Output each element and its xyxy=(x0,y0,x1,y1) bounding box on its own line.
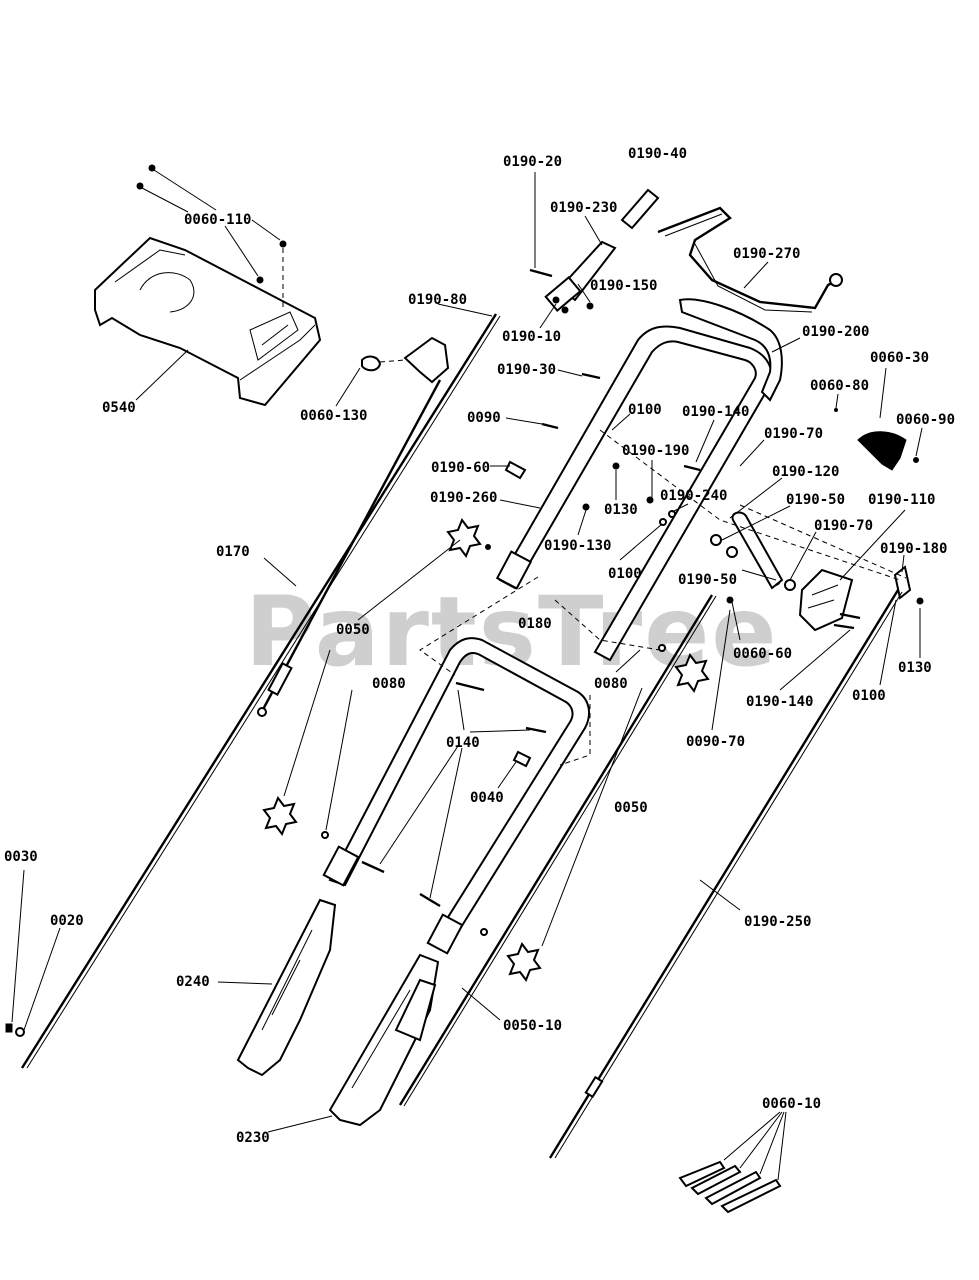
label-0040: 0040 xyxy=(470,790,504,806)
label-0190-200: 0190-200 xyxy=(802,324,869,340)
label-0190-70-b: 0190-70 xyxy=(814,518,873,534)
label-0090: 0090 xyxy=(467,410,501,426)
part-0050-knob-1 xyxy=(446,517,491,559)
label-0180: 0180 xyxy=(518,616,552,632)
label-0240: 0240 xyxy=(176,974,210,990)
part-0050-knob-4 xyxy=(480,928,542,983)
label-0190-50-a: 0190-50 xyxy=(786,492,845,508)
label-0190-40: 0190-40 xyxy=(628,146,687,162)
label-0190-110: 0190-110 xyxy=(868,492,935,508)
label-0190-30: 0190-30 xyxy=(497,362,556,378)
part-0060-30-knob xyxy=(834,408,919,471)
part-0180-lower-handle xyxy=(322,637,591,955)
label-0190-10: 0190-10 xyxy=(502,329,561,345)
label-0030: 0030 xyxy=(4,849,38,865)
part-0190-80-cable xyxy=(257,379,442,717)
label-0060-110: 0060-110 xyxy=(184,212,251,228)
label-0060-90: 0060-90 xyxy=(896,412,955,428)
part-0050-knob-2 xyxy=(262,795,329,839)
label-0190-180: 0190-180 xyxy=(880,541,947,557)
label-0130-a: 0130 xyxy=(604,502,638,518)
part-0240-bracket xyxy=(236,898,337,1077)
part-0170-cable xyxy=(5,313,501,1069)
label-0230: 0230 xyxy=(236,1130,270,1146)
label-0050-b: 0050 xyxy=(614,800,648,816)
part-0190-110-plate xyxy=(798,568,861,632)
part-0060-110-screws xyxy=(136,164,287,310)
label-0190-150: 0190-150 xyxy=(590,278,657,294)
label-0080-a: 0080 xyxy=(372,676,406,692)
label-0050-10: 0050-10 xyxy=(503,1018,562,1034)
part-0060-10-ties xyxy=(678,1160,782,1214)
label-0100-c: 0100 xyxy=(852,688,886,704)
label-0190-20: 0190-20 xyxy=(503,154,562,170)
part-0190-230-lever xyxy=(529,240,617,314)
label-0100-a: 0100 xyxy=(628,402,662,418)
label-0190-130: 0190-130 xyxy=(544,538,611,554)
label-0190-140-a: 0190-140 xyxy=(682,404,749,420)
leader-lines xyxy=(11,169,923,1181)
label-0190-120: 0190-120 xyxy=(772,464,839,480)
part-0540-cover xyxy=(94,236,322,407)
part-0190-120-link xyxy=(731,511,784,590)
part-0050-knob-3 xyxy=(658,644,710,694)
label-0190-70-a: 0190-70 xyxy=(764,426,823,442)
label-0080-b: 0080 xyxy=(594,676,628,692)
part-0060-130-bracket xyxy=(361,336,450,384)
label-0170: 0170 xyxy=(216,544,250,560)
label-0190-240: 0190-240 xyxy=(660,488,727,504)
label-0060-80: 0060-80 xyxy=(810,378,869,394)
part-0050-10-cable xyxy=(398,594,717,1107)
part-0190-200-upper-handle xyxy=(495,298,783,662)
label-0190-250: 0190-250 xyxy=(744,914,811,930)
label-0190-260: 0190-260 xyxy=(430,490,497,506)
label-0190-50-b: 0190-50 xyxy=(678,572,737,588)
label-0100-b: 0100 xyxy=(608,566,642,582)
label-0190-230: 0190-230 xyxy=(550,200,617,216)
label-0190-140-b: 0190-140 xyxy=(746,694,813,710)
part-labels: 0060-110 0540 0060-130 0190-80 0190-20 0… xyxy=(4,146,955,1146)
label-0060-60: 0060-60 xyxy=(733,646,792,662)
label-0050-a: 0050 xyxy=(336,622,370,638)
label-0060-10: 0060-10 xyxy=(762,1096,821,1112)
part-0190-180 xyxy=(893,565,924,605)
label-0540: 0540 xyxy=(102,400,136,416)
part-0190-40-grip xyxy=(620,188,660,230)
label-0060-130: 0060-130 xyxy=(300,408,367,424)
label-0140: 0140 xyxy=(446,735,480,751)
label-0020: 0020 xyxy=(50,913,84,929)
label-0130-b: 0130 xyxy=(898,660,932,676)
part-0190-270-bail xyxy=(657,206,843,313)
label-0190-80: 0190-80 xyxy=(408,292,467,308)
label-0190-60: 0190-60 xyxy=(431,460,490,476)
label-0060-30: 0060-30 xyxy=(870,350,929,366)
part-0230-bracket xyxy=(328,953,440,1127)
label-0190-190: 0190-190 xyxy=(622,443,689,459)
label-0190-270: 0190-270 xyxy=(733,246,800,262)
label-0090-70: 0090-70 xyxy=(686,734,745,750)
part-0190-250-cable xyxy=(548,589,903,1159)
